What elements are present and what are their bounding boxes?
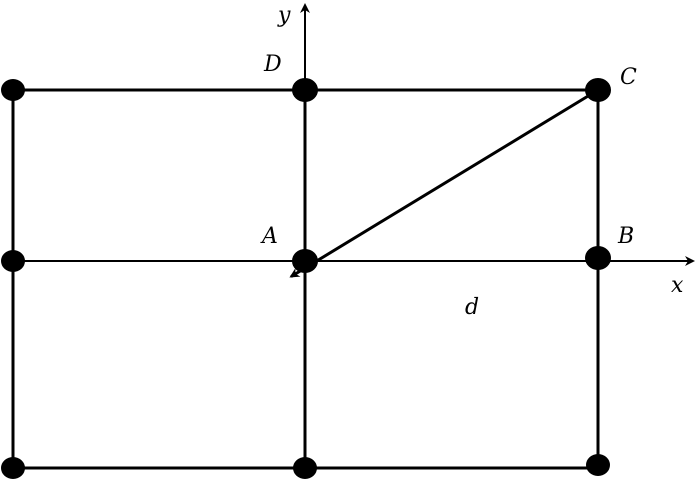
label-d-point: D (263, 52, 282, 77)
node-top-left (1, 79, 25, 101)
node-bottom-left (1, 457, 25, 479)
label-c-point: C (620, 65, 637, 90)
node-c (585, 78, 611, 102)
vector-c-to-a (289, 88, 600, 278)
label-a-point: A (260, 224, 278, 249)
label-x-axis: x (671, 273, 684, 298)
node-bottom-middle (293, 457, 317, 479)
node-d (292, 78, 318, 102)
node-bottom-right (586, 454, 610, 476)
node-a (292, 249, 318, 273)
node-middle-left (1, 250, 25, 272)
label-y-axis: y (277, 3, 291, 28)
label-distance-d: d (465, 295, 479, 320)
node-b (585, 246, 611, 270)
label-b-point: B (617, 224, 634, 249)
